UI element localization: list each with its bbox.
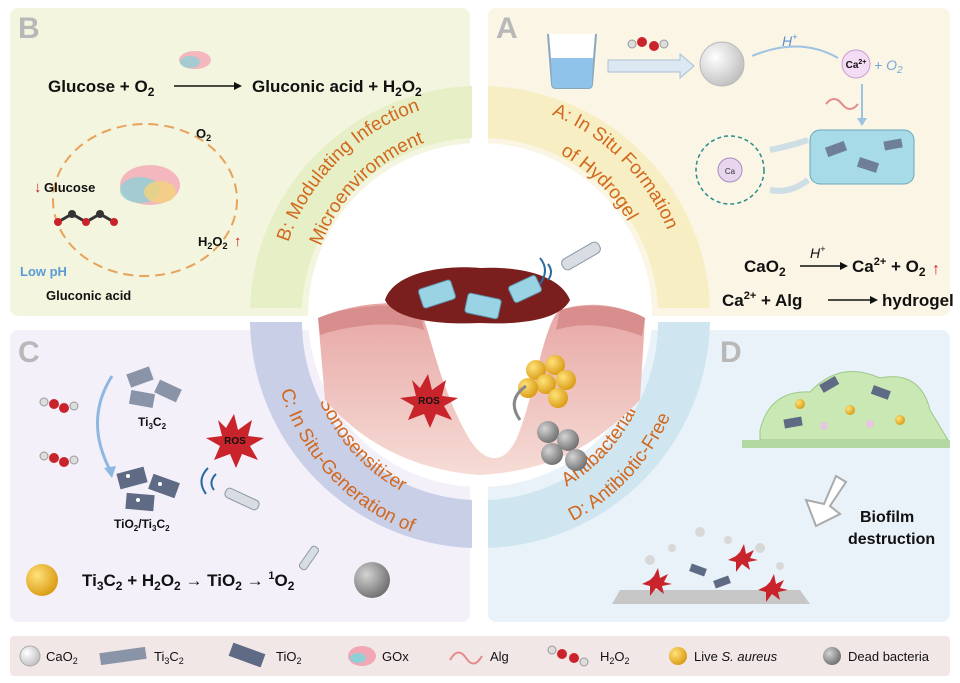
panel-letter-a: A [496,12,518,45]
panel-a-eq2-right: hydrogel [882,291,954,310]
ros-burst-c: ROS [206,414,264,468]
panel-letter-b: B [18,12,40,45]
ti3c2-sheets-icon [126,366,182,408]
label-low-ph: Low pH [20,264,67,279]
ring-quadrant-a [488,86,710,308]
gel-piece [508,274,542,304]
label-ti3c2: Ti3C2 [138,415,167,431]
gox-enzyme-icon [120,165,180,205]
dead-bacterium-c [354,562,390,598]
hydrogel-block-icon [809,129,915,185]
ros-label-center: ROS [418,396,440,407]
legend-item-ti3c2: Ti3C2 [99,646,184,666]
ultrasound-probe-center [539,241,601,285]
svg-text:H2O2: H2O2 [600,649,630,666]
h2o2-molecule-icon [627,37,669,51]
legend-bar [10,636,950,676]
skin-top-layer [318,305,424,335]
ring-quadrant-d [488,322,710,548]
svg-text:Ti3C2: Ti3C2 [154,649,184,666]
down-left-arrow-d [804,474,848,528]
ros-label-c: ROS [224,436,246,447]
ultrasound-probe-eq [298,545,320,571]
label-gluconic-acid: Gluconic acid [46,288,131,303]
label-ca2: Ca2+ [846,59,867,71]
label-tio2-ti3c2: TiO2/Ti3C2 [114,517,170,533]
label-glucose: Glucose [44,180,95,195]
egg-box-structure-icon: Ca [695,135,765,205]
hydrogel-pieces [418,274,542,320]
beaker-icon [547,33,597,89]
gox-cycle [52,123,238,277]
live-bacteria-cluster [518,355,576,408]
label-hplus-a: H+ [782,32,797,49]
hydrogel-layer-icon [742,371,950,448]
transition-arrow [512,384,527,421]
legend-item-alg: Alg [449,649,509,665]
conversion-arrow [96,375,114,471]
gel-piece [418,279,456,309]
panel-a-eq1-right: Ca2+ + O2 [852,256,926,279]
dead-bacteria-cluster [537,421,587,471]
svg-text:Live S. aureus: Live S. aureus [694,649,778,664]
svg-text:TiO2: TiO2 [276,649,301,666]
h2o2-molecule-icon-c2 [39,451,79,467]
panel-a-eq2-left: Ca2+ + Alg [722,290,802,310]
legend-item-cao2: CaO2 [19,645,78,667]
biofilm-destruction-icon [612,527,810,604]
legend-item-tio2: TiO2 [228,642,301,668]
down-arrow-icon: ↓ [34,179,42,196]
curved-arrow [751,45,839,59]
up-arrow-icon: ↑ [234,233,242,250]
ultrasound-probe-c [200,467,260,511]
label-ca-egg: Ca [725,167,736,176]
panel-b-reaction-products: Gluconic acid + H2O2 [252,77,422,99]
legend-item-h2o2: H2O2 [547,645,630,667]
funnel-lines [769,137,810,194]
ring-quadrant-b [250,86,472,308]
label-destruction: destruction [848,531,935,548]
tio2-ti3c2-sheets-icon [116,466,180,512]
label-h2o2: H2O2 [198,234,228,251]
alg-strand-icon [825,98,859,110]
live-bacterium-c [26,564,58,596]
legend-item-gox: GOx [348,646,409,666]
panel-letter-c: C [18,336,40,369]
legend-item-live: Live S. aureus [669,647,778,665]
label-o2: O2 [196,126,211,143]
ring-quadrant-c [250,322,472,548]
glucose-molecule-icon [54,210,118,226]
ca-ion-icon [841,49,871,79]
ros-burst-center: ROS [400,374,458,428]
panel-a-eq1-left: CaO2 [744,257,786,279]
up-arrow-icon-a: ↑ [932,261,940,278]
panel-b-reaction: Glucose + O2 [48,77,155,99]
label-biofilm: Biofilm [860,509,914,526]
process-arrow [607,52,695,80]
skin-top-layer-right [556,305,645,336]
h2o2-molecule-icon-c1 [39,397,79,413]
svg-text:CaO2: CaO2 [46,649,78,666]
cao2-particle-icon [699,41,745,87]
gox-enzyme-icon-top [179,51,211,69]
label-plus-o2: + O2 [874,57,903,76]
panel-letter-d: D [720,336,742,369]
gel-piece [464,292,502,320]
legend-item-dead: Dead bacteria [823,647,930,665]
panel-c-equation: Ti3C2 + H2O2 → TiO2 → 1O2 [82,570,295,593]
svg-text:Alg: Alg [490,649,509,664]
panel-a-eq1-hplus: H+ [810,244,825,261]
wound-illustration: ROS [318,241,645,475]
svg-text:GOx: GOx [382,649,409,664]
svg-text:Dead bacteria: Dead bacteria [848,649,930,664]
